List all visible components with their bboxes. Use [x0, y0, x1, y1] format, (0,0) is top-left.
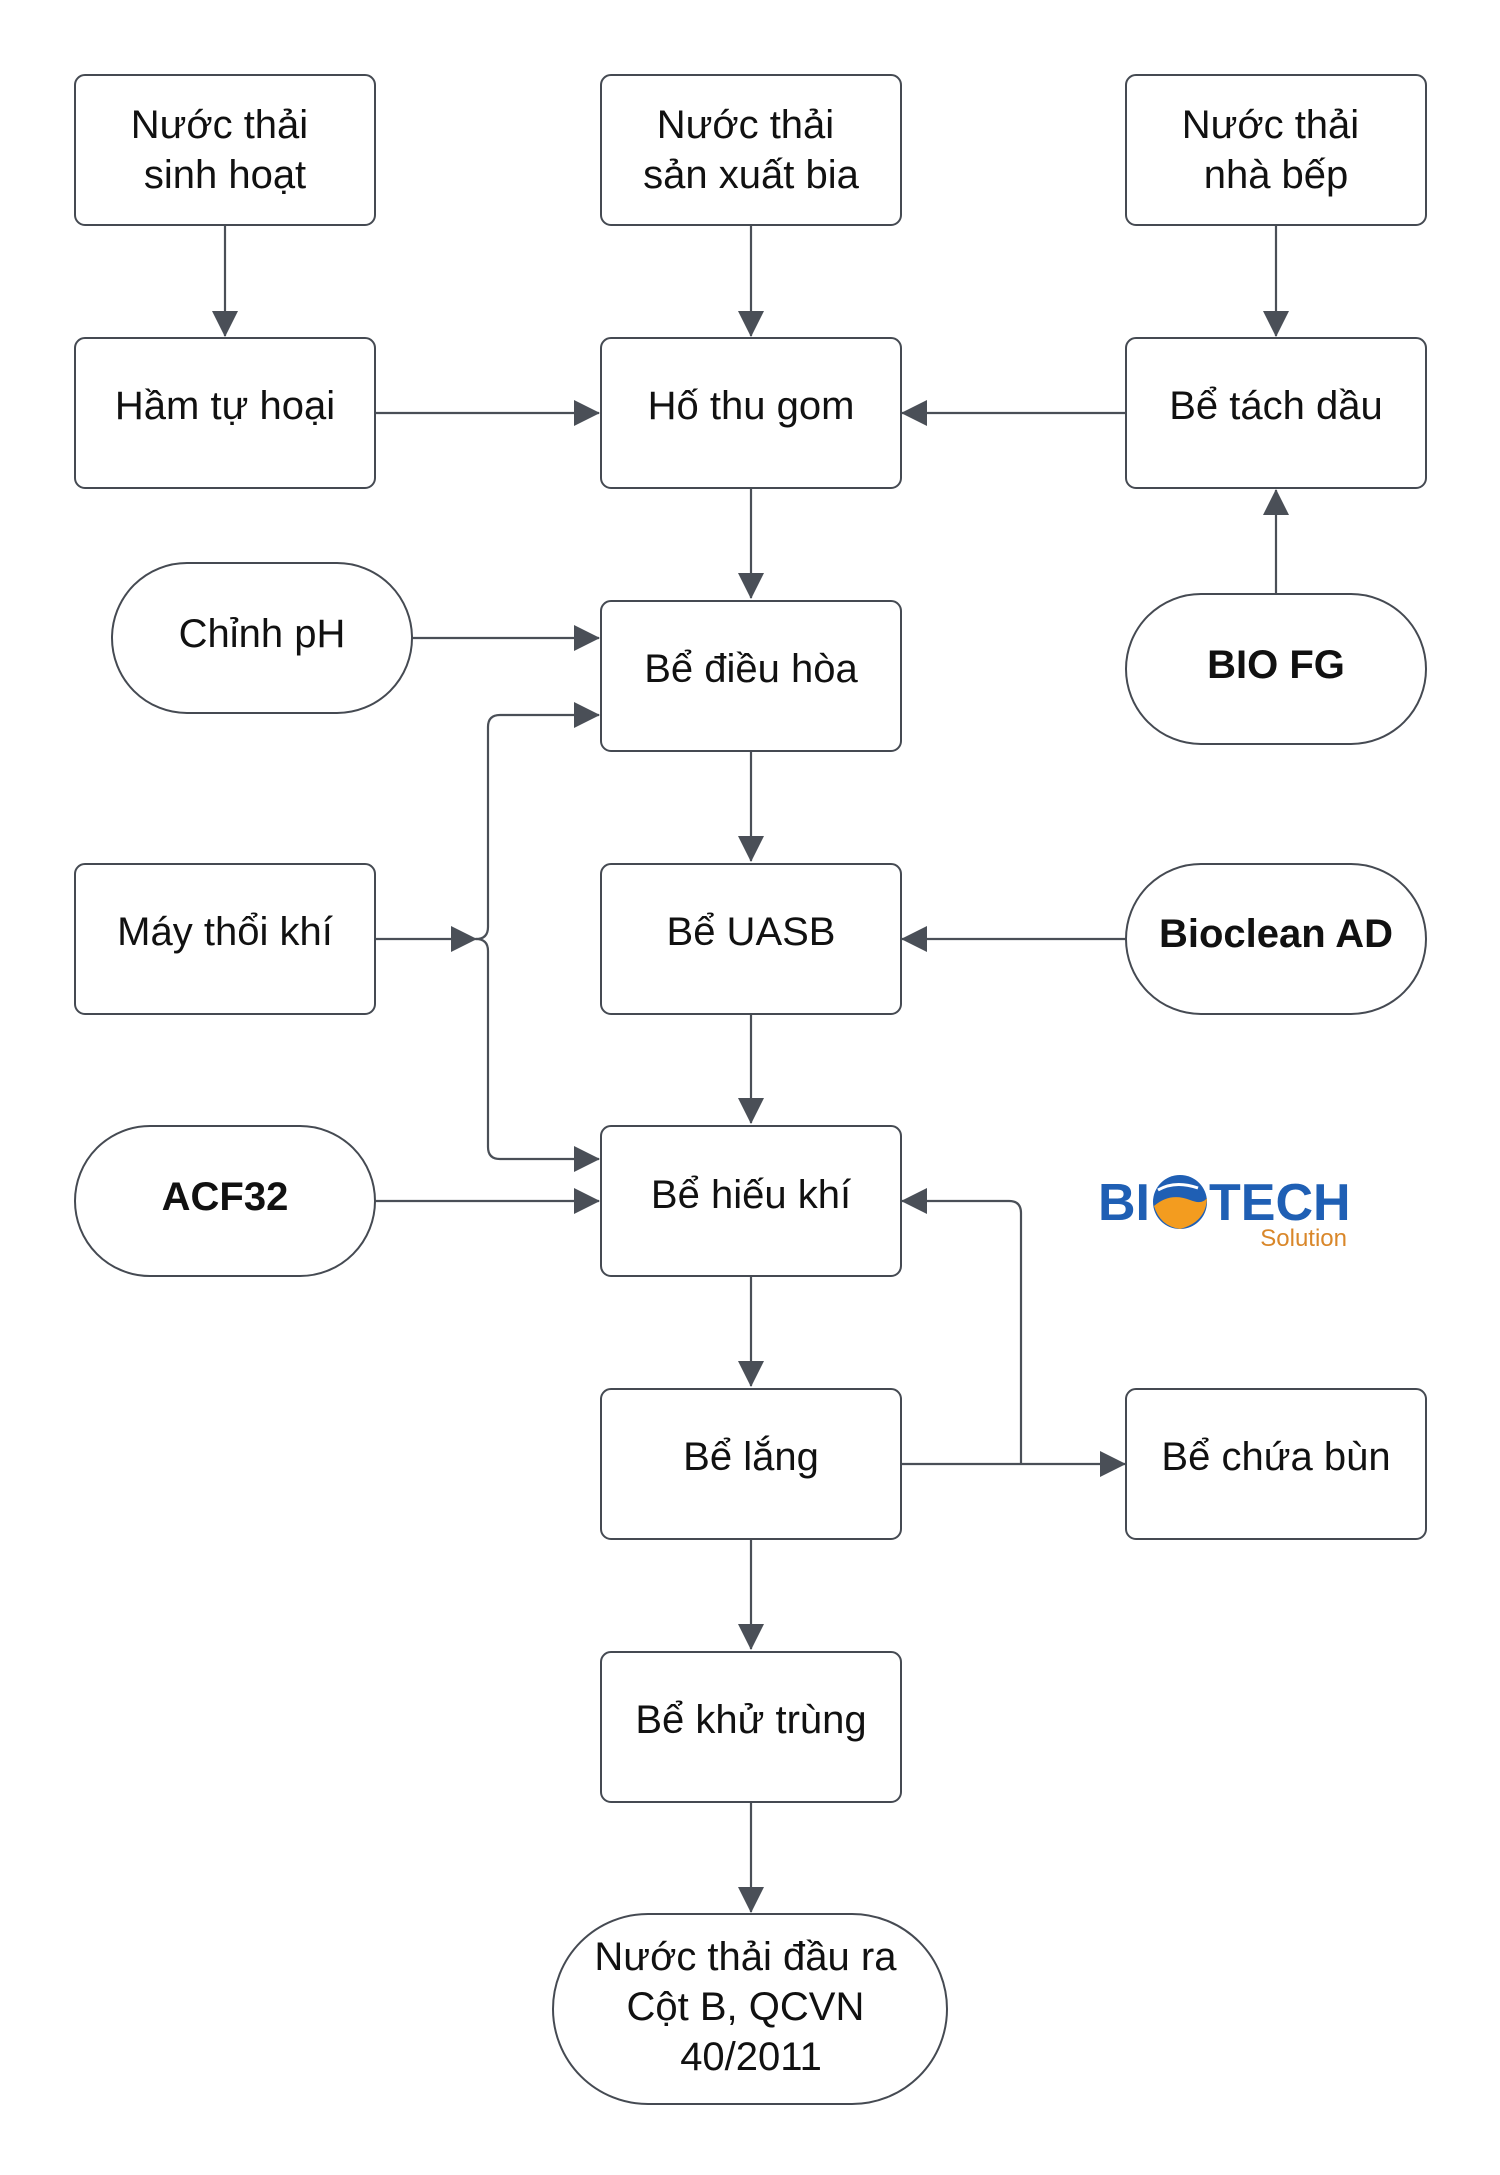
node-nuoc-thai-dau-ra	[552, 1913, 948, 2105]
edge-sludge-return-to-be-hieu-khi	[901, 1188, 1023, 1464]
node-labels: Nước thải sinh hoạt Nước thải sản xuất b…	[115, 103, 1393, 2079]
node-be-dieu-hoa	[600, 600, 902, 752]
node-chinh-ph	[111, 562, 413, 714]
label-chinh-ph: Chỉnh pH	[179, 612, 346, 656]
node-ho-thu-gom	[600, 337, 902, 489]
label-nuoc-thai-dau-ra: Nước thải đầu ra Cột B, QCVN 40/2011	[594, 1935, 907, 2079]
label-nuoc-thai-san-xuat-bia: Nước thải sản xuất bia	[643, 103, 859, 197]
logo-text-solution: Solution	[1260, 1225, 1347, 1252]
edge-air-to-be-dieu-hoa	[475, 702, 600, 941]
node-acf32	[74, 1125, 376, 1277]
label-may-thoi-khi: Máy thổi khí	[117, 910, 333, 954]
logo-globe-icon	[1153, 1175, 1207, 1229]
label-bio-fg: BIO FG	[1207, 643, 1345, 687]
label-nuoc-thai-sinh-hoat: Nước thải sinh hoạt	[131, 103, 320, 197]
node-nuoc-thai-nha-bep	[1125, 74, 1427, 226]
nodes	[74, 74, 1427, 2105]
logo-text-tech: TECH	[1209, 1174, 1351, 1232]
node-nuoc-thai-sinh-hoat	[74, 74, 376, 226]
label-bioclean-ad: Bioclean AD	[1159, 912, 1393, 956]
node-be-lang	[600, 1388, 902, 1540]
node-bioclean-ad	[1125, 863, 1427, 1015]
edges	[212, 225, 1289, 1913]
label-be-hieu-khi: Bể hiếu khí	[651, 1173, 851, 1217]
label-be-lang: Bể lắng	[683, 1434, 819, 1479]
node-be-uasb	[600, 863, 902, 1015]
node-nuoc-thai-san-xuat-bia	[600, 74, 902, 226]
node-be-khu-trung	[600, 1651, 902, 1803]
label-be-chua-bun: Bể chứa bùn	[1161, 1435, 1390, 1479]
node-be-chua-bun	[1125, 1388, 1427, 1540]
node-be-hieu-khi	[600, 1125, 902, 1277]
node-bio-fg	[1125, 593, 1427, 745]
node-ham-tu-hoai	[74, 337, 376, 489]
label-nuoc-thai-nha-bep: Nước thải nhà bếp	[1182, 103, 1371, 197]
label-acf32: ACF32	[162, 1175, 289, 1219]
node-be-tach-dau	[1125, 337, 1427, 489]
label-ho-thu-gom: Hố thu gom	[648, 384, 855, 428]
label-ham-tu-hoai: Hầm tự hoại	[115, 384, 335, 428]
label-be-khu-trung: Bể khử trùng	[635, 1698, 866, 1742]
edge-air-to-be-hieu-khi	[475, 937, 600, 1172]
label-be-uasb: Bể UASB	[667, 910, 836, 954]
label-be-dieu-hoa: Bể điều hòa	[644, 647, 858, 691]
node-may-thoi-khi	[74, 863, 376, 1015]
logo-text-bi: BI	[1098, 1174, 1150, 1232]
biotech-logo: BI TECH Solution	[1098, 1174, 1351, 1252]
label-be-tach-dau: Bể tách dầu	[1169, 384, 1383, 428]
